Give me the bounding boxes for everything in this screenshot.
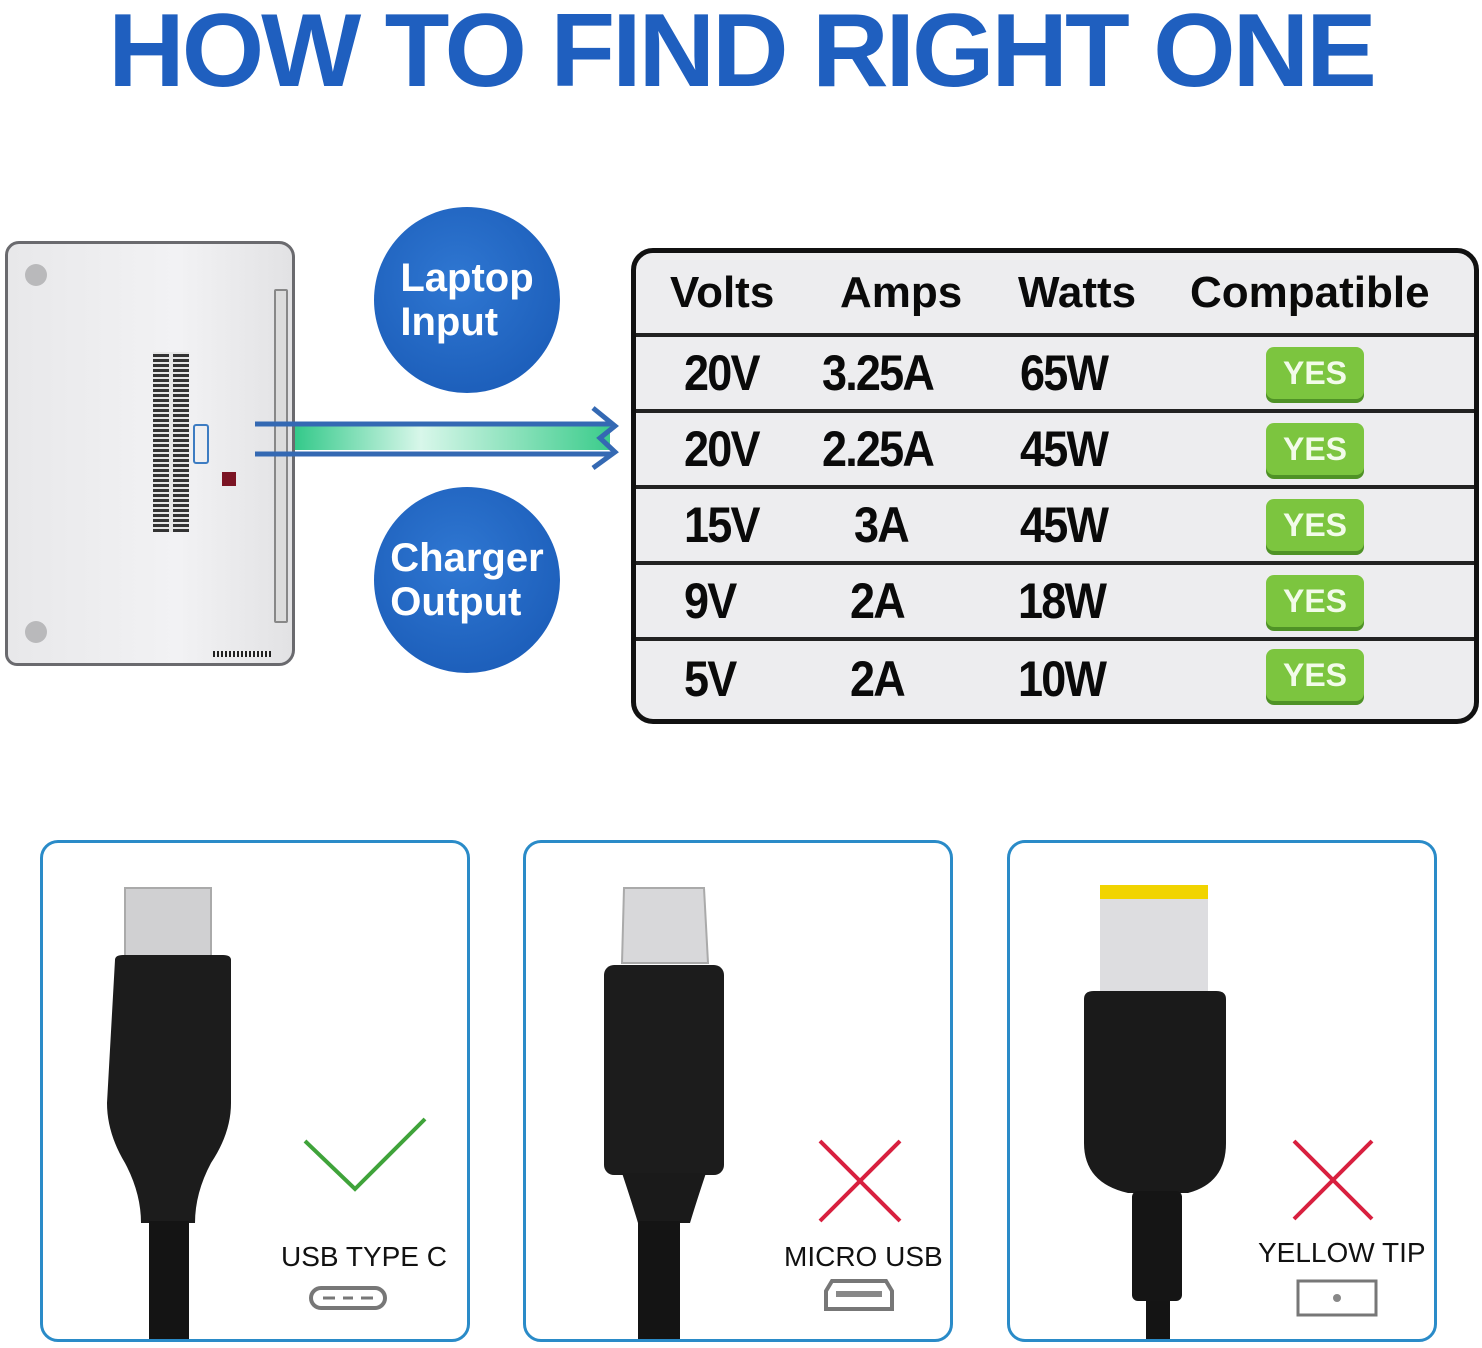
laptop-input-bubble: Laptop Input — [374, 207, 560, 393]
rubber-foot — [25, 264, 47, 286]
yellow-tip-plug-image — [1084, 885, 1378, 1339]
bubble-line: Input — [400, 300, 499, 344]
connector-label: USB TYPE C — [281, 1241, 447, 1272]
charger-output-bubble: Charger Output — [374, 487, 560, 673]
header-amps: Amps — [840, 268, 963, 317]
cell-amps: 2A — [850, 651, 906, 707]
bubble-line: Output — [390, 580, 522, 624]
cooling-vent — [153, 352, 189, 532]
yes-badge: YES — [1266, 575, 1364, 627]
cell-volts: 20V — [684, 345, 760, 401]
connector-label: MICRO USB — [784, 1241, 943, 1272]
label-badge — [193, 424, 209, 464]
table-row: 20V 2.25A 45W YES — [636, 413, 1474, 489]
check-icon — [303, 1117, 427, 1192]
connector-label: YELLOW TIP — [1258, 1237, 1426, 1268]
rubber-foot — [25, 621, 47, 643]
cell-watts: 65W — [1020, 345, 1109, 401]
cell-volts: 5V — [684, 651, 737, 707]
cell-amps: 2A — [850, 573, 906, 629]
table-row: 15V 3A 45W YES — [636, 489, 1474, 565]
connector-card-micro-usb: MICRO USB — [523, 840, 953, 1342]
cell-volts: 20V — [684, 421, 760, 477]
bubble-line: Charger — [390, 536, 544, 580]
header-compatible: Compatible — [1190, 268, 1430, 317]
page-title: HOW TO FIND RIGHT ONE — [108, 0, 1377, 109]
bubble-line: Laptop — [400, 256, 534, 300]
header-watts: Watts — [1018, 268, 1137, 317]
usb-c-port-icon — [309, 1286, 387, 1310]
cell-volts: 9V — [684, 573, 737, 629]
arrow-icon — [255, 406, 619, 471]
cell-amps: 3.25A — [822, 345, 935, 401]
table-header: Volts Amps Watts Compatible — [636, 253, 1474, 337]
cell-amps: 3A — [854, 497, 910, 553]
cell-amps: 2.25A — [822, 421, 935, 477]
connector-card-yellow-tip: YELLOW TIP — [1007, 840, 1437, 1342]
cell-watts: 10W — [1018, 651, 1107, 707]
yes-badge: YES — [1266, 423, 1364, 475]
laptop-bottom-image — [5, 241, 295, 666]
cell-watts: 45W — [1020, 421, 1109, 477]
yes-badge: YES — [1266, 347, 1364, 399]
micro-usb-plug-image — [604, 887, 902, 1339]
table-row: 20V 3.25A 65W YES — [636, 337, 1474, 413]
micro-usb-port-icon — [824, 1279, 894, 1311]
compatibility-table: Volts Amps Watts Compatible 20V 3.25A 65… — [631, 248, 1479, 724]
yellow-tip-port-icon — [1296, 1279, 1378, 1317]
table-row: 5V 2A 10W YES — [636, 641, 1474, 717]
connector-card-usb-c: USB TYPE C — [40, 840, 470, 1342]
yes-badge: YES — [1266, 499, 1364, 551]
cell-watts: 18W — [1018, 573, 1107, 629]
speaker-grille — [213, 651, 271, 657]
header-volts: Volts — [670, 268, 775, 317]
cell-volts: 15V — [684, 497, 760, 553]
usb-c-plug-image — [107, 887, 427, 1339]
cell-watts: 45W — [1020, 497, 1109, 553]
yes-badge: YES — [1266, 649, 1364, 701]
windows-logo-icon — [222, 472, 236, 486]
table-row: 9V 2A 18W YES — [636, 565, 1474, 641]
